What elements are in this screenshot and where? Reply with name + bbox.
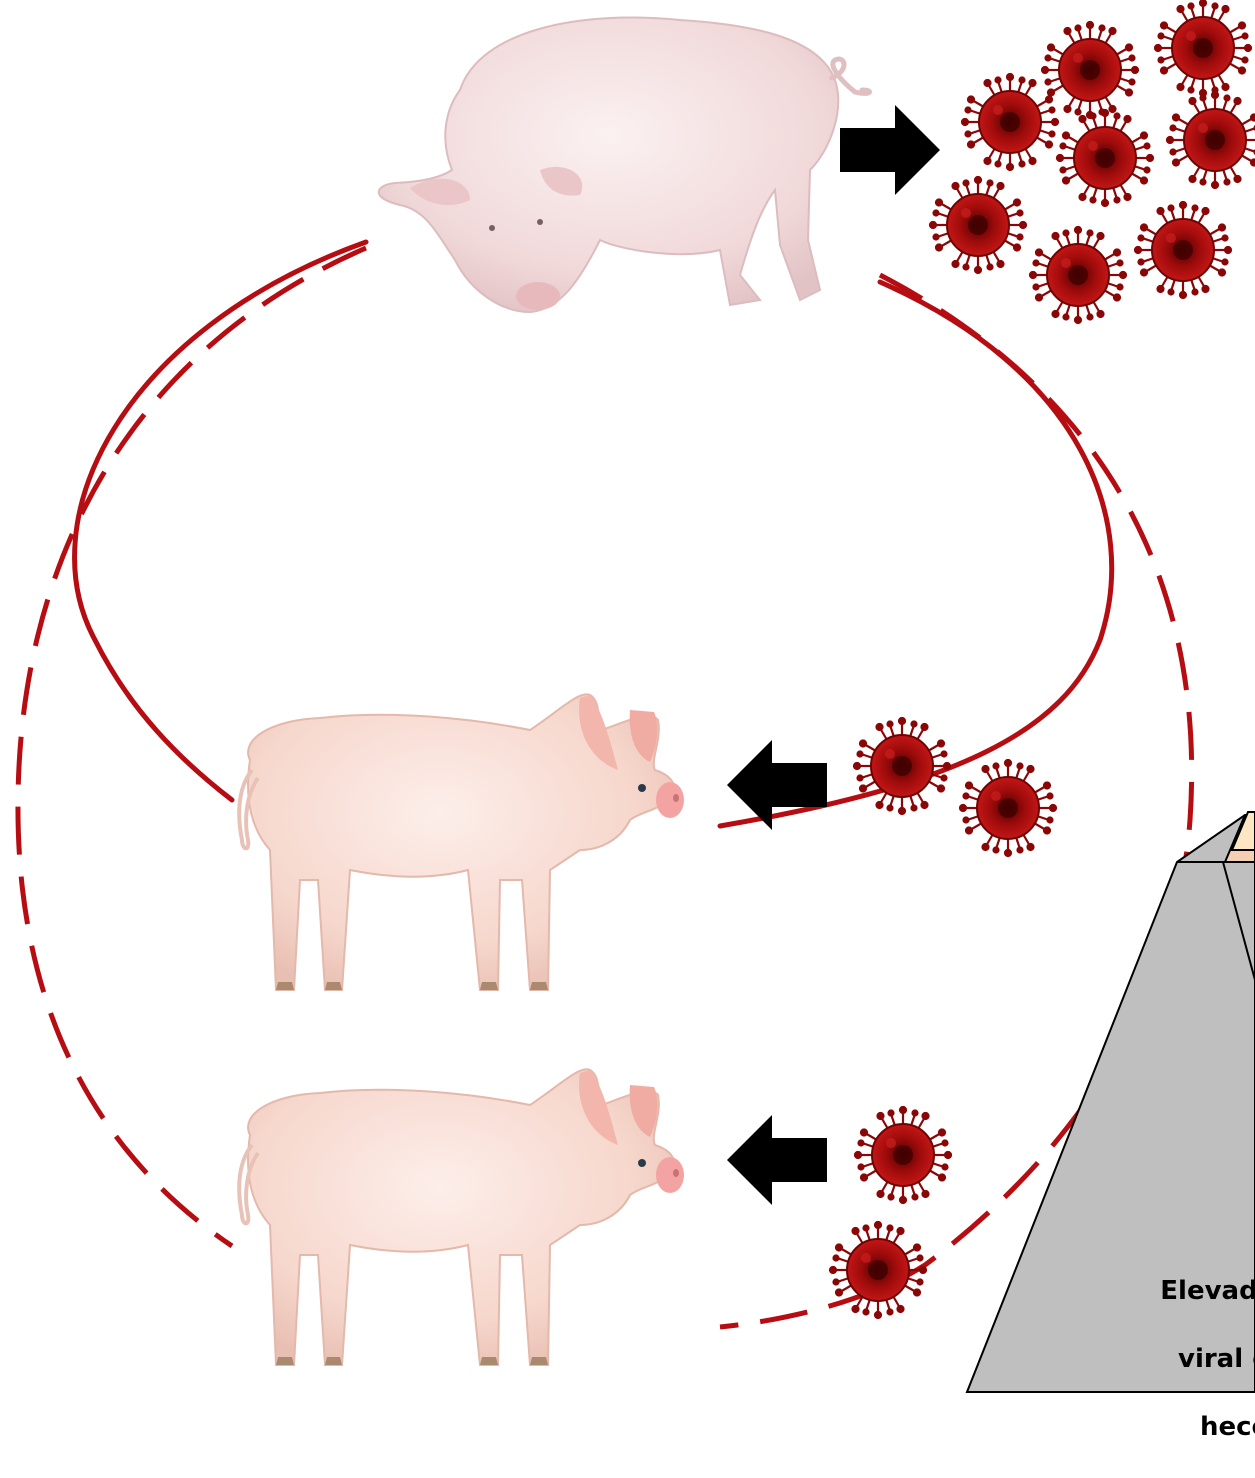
virus-particle-icon	[962, 74, 1058, 170]
pig-icon	[379, 18, 870, 312]
pyramid-caption: Elevada c viral en hece	[1080, 1240, 1255, 1478]
caption-line-1: Elevada c	[1080, 1274, 1255, 1308]
pig-icon	[239, 1069, 684, 1365]
transmission-cycle-diagram	[0, 0, 1255, 1397]
virus-particle-icon	[1057, 110, 1153, 206]
black-arrow-icon	[840, 105, 940, 195]
virus-particle-icon	[855, 1107, 951, 1203]
pig-icon	[239, 694, 684, 990]
virus-particle-icon	[854, 718, 950, 814]
caption-line-3: hece	[1200, 1410, 1255, 1444]
virus-particle-icon	[1030, 227, 1126, 323]
inner-cycle-arc-left	[75, 242, 366, 800]
caption-line-2: viral en	[1138, 1342, 1255, 1376]
virus-particle-icon	[1167, 92, 1255, 188]
black-arrow-icon	[727, 1115, 827, 1205]
virus-particle-icon	[1042, 22, 1138, 118]
virus-particle-icon	[1135, 202, 1231, 298]
virus-cluster	[930, 0, 1255, 323]
virus-particle-icon	[960, 760, 1056, 856]
virus-particle-icon	[1155, 0, 1251, 96]
virus-particle-icon	[930, 177, 1026, 273]
